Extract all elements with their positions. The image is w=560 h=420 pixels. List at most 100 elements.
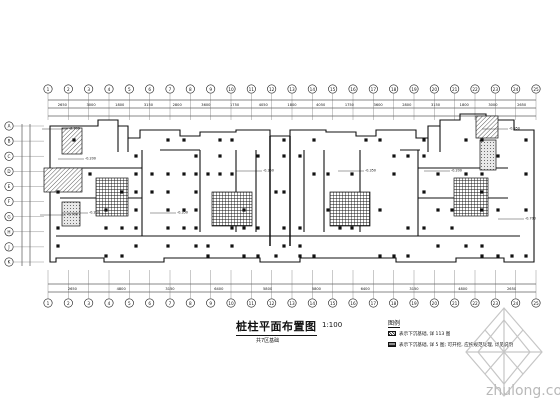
pile-column-marker xyxy=(206,254,210,258)
pile-column-marker xyxy=(256,226,260,230)
pile-column-marker xyxy=(298,226,302,230)
pile-column-marker xyxy=(464,138,468,142)
pile-column-marker xyxy=(524,172,528,176)
pile-column-marker xyxy=(218,138,222,142)
axis-bubble-bottom xyxy=(226,298,236,308)
pile-column-marker xyxy=(274,190,278,194)
pile-column-marker xyxy=(150,172,154,176)
axis-bubble-top xyxy=(389,84,399,94)
axis-bubble-top xyxy=(226,84,236,94)
axis-label-left: H xyxy=(7,229,10,234)
axis-bubble-bottom xyxy=(348,298,358,308)
axis-label-top: 13 xyxy=(289,87,295,92)
axis-bubble-bottom xyxy=(185,298,195,308)
pile-column-marker xyxy=(194,190,198,194)
dimension-text-top: 3150 xyxy=(431,103,441,107)
axis-label-top: 1 xyxy=(47,87,50,92)
pile-column-marker xyxy=(134,190,138,194)
axis-label-bottom: 6 xyxy=(148,301,151,306)
dimension-text-top: 1800 xyxy=(287,103,297,107)
axis-label-top: 17 xyxy=(371,87,377,92)
axis-bubble-top xyxy=(450,84,460,94)
pile-column-marker xyxy=(406,226,410,230)
elevation-label: -0.350 xyxy=(509,127,520,131)
pile-column-marker xyxy=(480,208,484,212)
hatched-zone-2 xyxy=(43,167,83,193)
dimension-text-top: 4050 xyxy=(316,103,326,107)
pile-column-marker xyxy=(496,254,500,258)
axis-bubble-top xyxy=(104,84,114,94)
pile-column-marker xyxy=(338,226,342,230)
left-dimension-lines xyxy=(21,124,31,266)
axis-label-bottom: 20 xyxy=(432,301,438,306)
axis-bubble-top xyxy=(165,84,175,94)
sunken-foundation-zones xyxy=(43,115,499,227)
axis-label-top: 12 xyxy=(269,87,275,92)
axis-label-top: 3 xyxy=(87,87,90,92)
pile-column-marker xyxy=(274,254,278,258)
pile-column-marker xyxy=(436,172,440,176)
axis-bubble-bottom xyxy=(450,298,460,308)
axis-bubble-top xyxy=(368,84,378,94)
elevation-label: -0.350 xyxy=(365,169,376,173)
axis-bubble-top xyxy=(287,84,297,94)
axis-label-bottom: 8 xyxy=(189,301,192,306)
pile-column-marker xyxy=(104,254,108,258)
axis-label-top: 8 xyxy=(189,87,192,92)
pile-column-marker xyxy=(282,226,286,230)
pile-column-marker xyxy=(406,254,410,258)
axis-bubble-left xyxy=(4,257,14,267)
dimension-text-bottom: 3150 xyxy=(165,287,175,291)
axis-bubble-top xyxy=(124,84,134,94)
pile-column-marker xyxy=(312,254,316,258)
axis-label-top: 5 xyxy=(128,87,131,92)
hatched-zone-1 xyxy=(61,127,83,155)
axis-label-left: A xyxy=(8,124,11,129)
dimension-text-top: 3000 xyxy=(488,103,498,107)
pile-column-marker xyxy=(166,244,170,248)
pile-column-marker xyxy=(282,138,286,142)
axis-label-left: K xyxy=(8,260,11,265)
pile-column-marker xyxy=(450,208,454,212)
axis-label-top: 19 xyxy=(411,87,417,92)
axis-label-bottom: 16 xyxy=(350,301,356,306)
pile-column-marker xyxy=(206,244,210,248)
axis-bubble-top xyxy=(185,84,195,94)
dimension-text-bottom: 3150 xyxy=(409,287,419,291)
axis-bubble-bottom xyxy=(389,298,399,308)
axis-bubble-top xyxy=(84,84,94,94)
axis-bubble-top xyxy=(246,84,256,94)
axis-label-left: B xyxy=(8,139,11,144)
axis-bubble-top xyxy=(307,84,317,94)
pile-column-marker xyxy=(56,226,60,230)
dimension-text-top: 1800 xyxy=(115,103,125,107)
elevation-label: -0.350 xyxy=(177,211,188,215)
pile-column-marker xyxy=(104,208,108,212)
axis-bubble-bottom xyxy=(429,298,439,308)
drawing-title-block: 桩柱平面布置图 1:100 共7区基础 xyxy=(226,318,366,352)
axis-bubble-left xyxy=(4,136,14,146)
dimension-text-bottom: 2650 xyxy=(507,287,517,291)
pile-column-marker xyxy=(218,172,222,176)
pile-column-marker xyxy=(326,172,330,176)
dimension-text-top: 3000 xyxy=(86,103,96,107)
sunken-zone-2 xyxy=(211,191,253,227)
pile-column-marker xyxy=(194,154,198,158)
axis-label-top: 14 xyxy=(310,87,316,92)
dimension-text-top: 1750 xyxy=(345,103,355,107)
axis-label-bottom: 4 xyxy=(108,301,111,306)
legend-item-1: 表示下沉基础, 详 113 图 xyxy=(388,331,450,338)
pile-column-marker xyxy=(436,208,440,212)
pile-column-marker xyxy=(350,226,354,230)
axis-label-bottom: 12 xyxy=(269,301,275,306)
axis-bubble-top xyxy=(43,84,53,94)
pile-column-marker xyxy=(194,172,198,176)
pile-column-marker xyxy=(56,190,60,194)
structural-grid-lines xyxy=(14,94,537,298)
axis-label-left: G xyxy=(7,214,10,219)
dimension-text-top: 4050 xyxy=(259,103,269,107)
axis-bubble-bottom xyxy=(43,298,53,308)
pile-column-marker xyxy=(422,154,426,158)
axis-label-bottom: 11 xyxy=(249,301,255,306)
